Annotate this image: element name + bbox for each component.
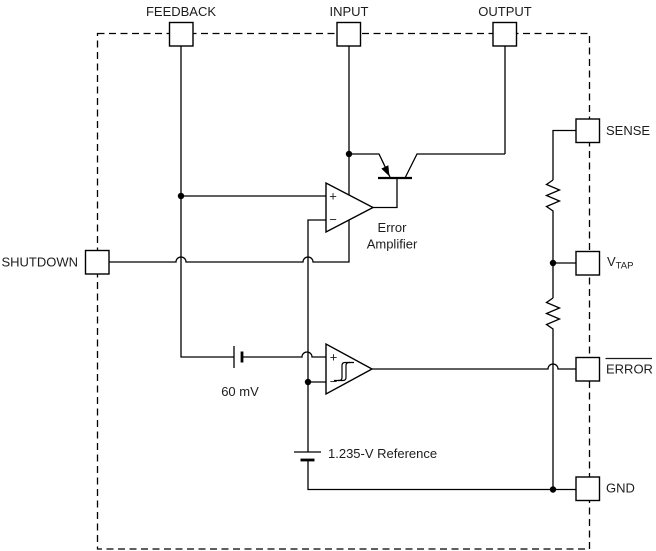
offset-battery-label: 60 mV [221, 384, 259, 399]
error-amplifier-minus-sign: − [329, 212, 337, 227]
junction-dot [549, 486, 557, 493]
pin-input-label: INPUT [330, 4, 369, 19]
wire-offset-to-comparator [242, 351, 326, 358]
pin-feedback-label: FEEDBACK [146, 4, 216, 19]
offset-battery-symbol [233, 346, 244, 368]
wire-comparator-output [372, 363, 576, 370]
reference-battery-symbol [294, 451, 321, 462]
pin-vtap-label-sub: TAP [616, 261, 634, 272]
pin-vtap-label-main: V [607, 254, 616, 269]
pass-transistor-symbol [378, 165, 412, 180]
pin-sense-box [575, 118, 601, 144]
pin-gnd-box [575, 476, 601, 502]
pin-input-box [336, 21, 362, 47]
wire-emitter [349, 153, 391, 178]
junction-dot [304, 378, 312, 386]
emitter-arrow-icon [381, 165, 390, 177]
wire-reference-to-gnd [307, 460, 576, 491]
junction-dot [345, 150, 353, 158]
error-amplifier-label-line2: Amplifier [367, 237, 418, 252]
reference-battery-label: 1.235-V Reference [328, 446, 437, 461]
error-amplifier-triangle [325, 181, 375, 234]
wire-feedback [180, 46, 234, 358]
pin-shutdown-label: SHUTDOWN [1, 255, 78, 270]
error-amplifier-plus-sign: + [329, 189, 337, 204]
comparator-plus-sign: + [330, 350, 338, 365]
wire-reference-rail [307, 219, 326, 452]
wire-collector [404, 153, 505, 179]
resistor-top-symbol [544, 179, 562, 212]
pin-error-label: ERROR [606, 362, 653, 377]
comparator-minus-sign: − [330, 374, 338, 389]
wires [109, 46, 576, 491]
wire-base [372, 178, 398, 209]
ic-boundary [96, 32, 591, 550]
pin-vtap-box [575, 250, 601, 276]
resistor-bottom-symbol [544, 297, 562, 330]
wire-sense [552, 129, 576, 180]
hysteresis-icon [334, 361, 354, 382]
junction-dot [549, 259, 557, 267]
pin-error-box [575, 356, 601, 382]
pin-output-label: OUTPUT [478, 4, 532, 19]
wire-shutdown [109, 218, 350, 263]
pin-gnd-label: GND [606, 481, 635, 496]
pin-sense-label: SENSE [606, 123, 650, 138]
pin-output-box [492, 21, 518, 47]
pin-shutdown-box [84, 249, 110, 275]
pin-vtap-label: VTAP [607, 254, 633, 272]
comparator-triangle [325, 342, 374, 396]
pin-feedback-box [168, 21, 194, 47]
junction-dot [177, 192, 185, 200]
error-amplifier-label-line1: Error [378, 220, 408, 235]
